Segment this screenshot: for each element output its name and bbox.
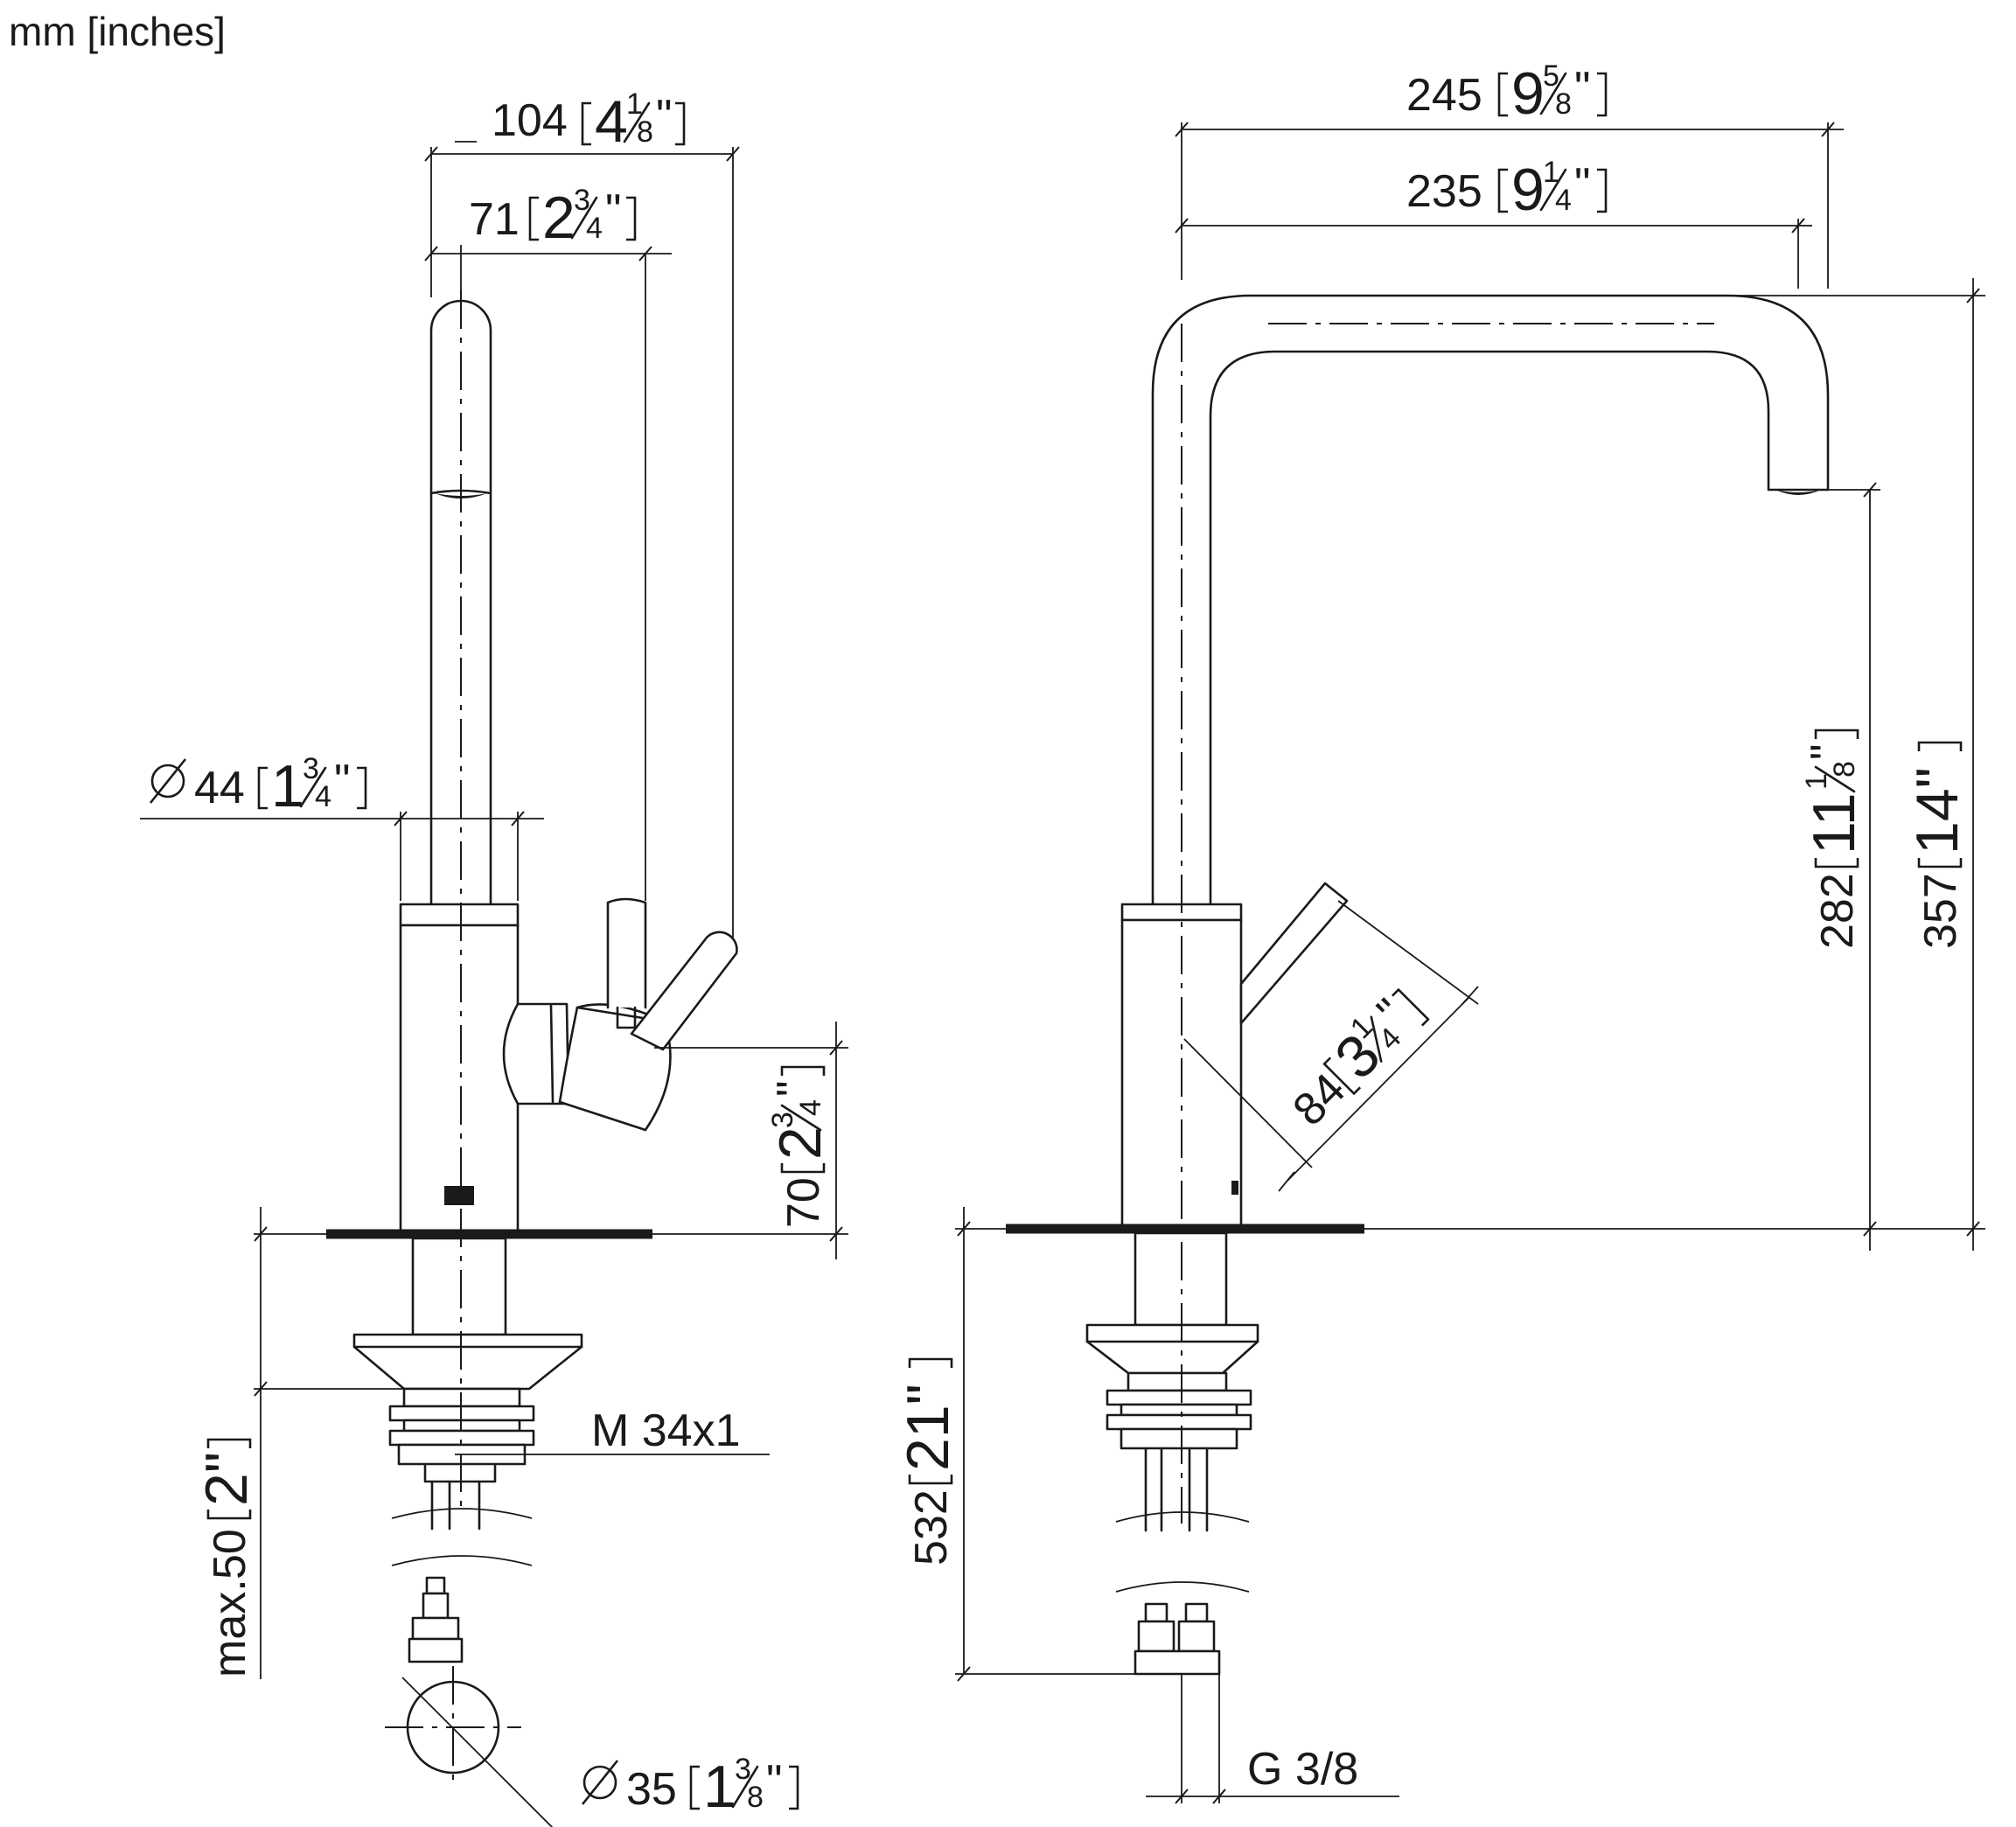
svg-text:": " — [1574, 159, 1590, 210]
svg-text:": " — [605, 185, 621, 236]
svg-text:104: 104 — [492, 95, 568, 146]
svg-text:50: 50 — [205, 1529, 255, 1579]
svg-text:2: 2 — [767, 1126, 834, 1160]
dim-245: 245 9 5 8 " — [1175, 59, 1844, 137]
svg-text:3: 3 — [574, 184, 590, 217]
connection-callout: G 3/8 — [1146, 1744, 1399, 1804]
dim-71: 71 2 3 4 " — [424, 184, 672, 261]
svg-text:8: 8 — [637, 115, 653, 149]
svg-text:4: 4 — [586, 212, 603, 245]
svg-text:8: 8 — [1555, 87, 1572, 121]
svg-text:": " — [766, 1756, 782, 1807]
side-logo-mark — [444, 1186, 474, 1205]
dim-max-50: max. 50 2" — [193, 1207, 268, 1679]
svg-text:71: 71 — [469, 194, 520, 245]
svg-text:44: 44 — [194, 763, 245, 813]
thread-label: M 34x1 — [591, 1405, 741, 1456]
dim-282: 282 11 1 8 " — [1800, 482, 1877, 1251]
dim-dia-35: 35 1 3 8 " — [401, 1677, 799, 1827]
front-lever — [1239, 882, 1349, 1025]
svg-text:": " — [334, 756, 350, 806]
svg-text:4: 4 — [595, 88, 628, 155]
side-body-cylinder — [399, 924, 520, 1233]
svg-text:70: 70 — [778, 1177, 829, 1228]
side-base-ring — [399, 903, 520, 927]
svg-text:2: 2 — [542, 185, 576, 251]
svg-text:": " — [1574, 63, 1590, 114]
svg-text:1: 1 — [703, 1754, 736, 1820]
svg-text:1: 1 — [1543, 156, 1559, 189]
thread-callout: M 34x1 — [455, 1405, 770, 1456]
svg-text:35: 35 — [626, 1764, 677, 1815]
svg-text:532: 532 — [906, 1489, 957, 1566]
svg-text:245: 245 — [1406, 70, 1482, 121]
dim-235: 235 9 1 4 " — [1175, 156, 1812, 234]
svg-text:2": 2" — [193, 1452, 260, 1506]
dim-70: 70 2 3 4 " — [766, 1022, 843, 1259]
svg-text:8: 8 — [747, 1781, 764, 1814]
svg-text:11: 11 — [1801, 792, 1867, 854]
svg-text:1: 1 — [271, 753, 304, 819]
dim-357: 357 14" — [1904, 278, 1980, 1251]
svg-text:3: 3 — [735, 1753, 751, 1786]
dim-dia-44: 44 1 3 4 " — [140, 752, 544, 826]
connection-label: G 3/8 — [1247, 1744, 1358, 1795]
svg-text:": " — [768, 1081, 819, 1097]
front-underdeck-assembly — [1085, 1231, 1259, 1676]
svg-text:": " — [656, 91, 672, 142]
svg-text:8: 8 — [1828, 761, 1861, 778]
side-hose-guide — [606, 897, 647, 1009]
svg-text:1: 1 — [626, 87, 643, 121]
side-lever-housing — [502, 1002, 570, 1105]
dim-104: 104 4 1 8 " — [424, 87, 740, 162]
svg-text:9: 9 — [1511, 157, 1545, 223]
side-view: 104 4 1 8 " 71 2 3 4 " — [140, 87, 848, 1827]
svg-text:4: 4 — [315, 780, 331, 813]
dim-532: 532 21" — [895, 1207, 971, 1682]
svg-text:": " — [1802, 744, 1852, 760]
svg-text:357: 357 — [1915, 873, 1966, 949]
side-underdeck-assembly — [352, 1237, 583, 1775]
svg-text:4: 4 — [1555, 184, 1572, 217]
svg-text:235: 235 — [1406, 166, 1482, 217]
svg-text:max.: max. — [205, 1579, 255, 1677]
svg-text:14": 14" — [1904, 767, 1971, 854]
svg-text:84: 84 — [1283, 1064, 1355, 1136]
front-view: 245 9 5 8 " 235 9 1 4 " 282 — [895, 59, 1985, 1804]
front-spout — [1151, 294, 1830, 906]
side-lever-handle — [630, 931, 738, 1051]
svg-text:9: 9 — [1511, 60, 1545, 127]
svg-text:3: 3 — [766, 1112, 799, 1128]
svg-text:3: 3 — [303, 752, 319, 785]
svg-text:1: 1 — [1800, 773, 1833, 790]
units-label: mm [inches] — [9, 9, 226, 54]
svg-text:282: 282 — [1812, 873, 1863, 949]
svg-text:4: 4 — [794, 1099, 827, 1116]
svg-text:21": 21" — [895, 1384, 961, 1471]
side-faucet-body — [399, 299, 738, 1233]
svg-text:5: 5 — [1543, 59, 1559, 93]
